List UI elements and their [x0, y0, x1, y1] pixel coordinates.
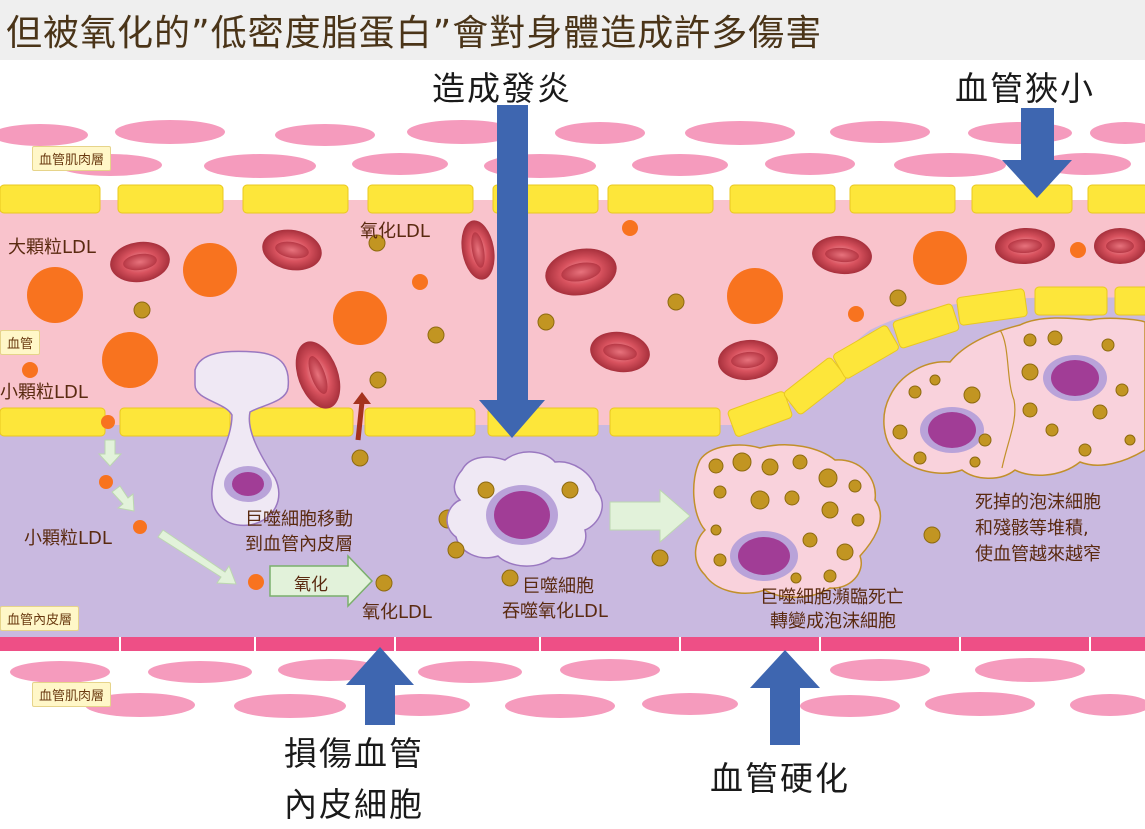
- endothelium-strip-dividers: [119, 637, 1091, 651]
- label-damage-line1: 損傷血管: [284, 734, 424, 773]
- endothelial-cells-top: [0, 184, 1145, 214]
- label-dead-2: 和殘骸等堆積,: [975, 518, 1089, 539]
- title-band: [0, 0, 1145, 60]
- label-macro-eat-2: 吞噬氧化LDL: [502, 601, 608, 622]
- ldl-path-arrows: [97, 439, 237, 585]
- muscle-cells-top: [0, 120, 1145, 178]
- endothelium-strip: [0, 637, 1145, 651]
- label-foam-1: 巨噬細胞瀕臨死亡: [760, 587, 904, 608]
- label-narrowing: 血管狹小: [955, 69, 1095, 108]
- label-dead-3: 使血管越來越窄: [975, 544, 1101, 565]
- label-macro-move-1: 巨噬細胞移動: [245, 509, 353, 530]
- label-large-ldl: 大顆粒LDL: [8, 237, 96, 258]
- oxidation-arrow: [269, 554, 374, 608]
- muscle-cells-bottom: [10, 658, 1145, 718]
- progress-arrow: [609, 488, 691, 544]
- tag-muscle-top: 血管肌肉層: [32, 146, 112, 171]
- tag-endothelium: 血管內皮層: [0, 606, 80, 631]
- label-oxidized-ldl-top: 氧化LDL: [360, 221, 430, 242]
- label-damage-line2: 內皮細胞: [284, 785, 424, 824]
- label-foam-2: 轉變成泡沫細胞: [770, 611, 896, 632]
- label-inflammation: 造成發炎: [432, 69, 572, 108]
- label-small-ldl-mid: 小顆粒LDL: [24, 528, 112, 549]
- tag-muscle-bottom: 血管肌肉層: [32, 682, 112, 707]
- label-oxidation: 氧化: [294, 575, 328, 595]
- label-oxidized-ldl-bottom: 氧化LDL: [362, 602, 432, 623]
- endothelial-cells-bottom: [0, 286, 1145, 437]
- label-macro-move-2: 到血管內皮層: [245, 534, 353, 555]
- large-ldl-particles: [22, 220, 1086, 590]
- label-dead-1: 死掉的泡沫細胞: [975, 492, 1101, 513]
- tag-vessel: 血管: [0, 330, 41, 355]
- migrate-arrow: [355, 401, 365, 441]
- label-macro-eat-1: 巨噬細胞: [522, 576, 594, 597]
- page-title: 但被氧化的”低密度脂蛋白”會對身體造成許多傷害: [6, 13, 823, 54]
- dead-cell-lipids: [892, 330, 1136, 468]
- label-small-ldl-top: 小顆粒LDL: [0, 382, 88, 403]
- nucleus: [232, 472, 264, 496]
- blue-arrows: [346, 105, 1072, 745]
- red-blood-cells: [110, 220, 1145, 409]
- label-hardening: 血管硬化: [710, 759, 850, 798]
- foam-cell-lipids: [708, 452, 865, 584]
